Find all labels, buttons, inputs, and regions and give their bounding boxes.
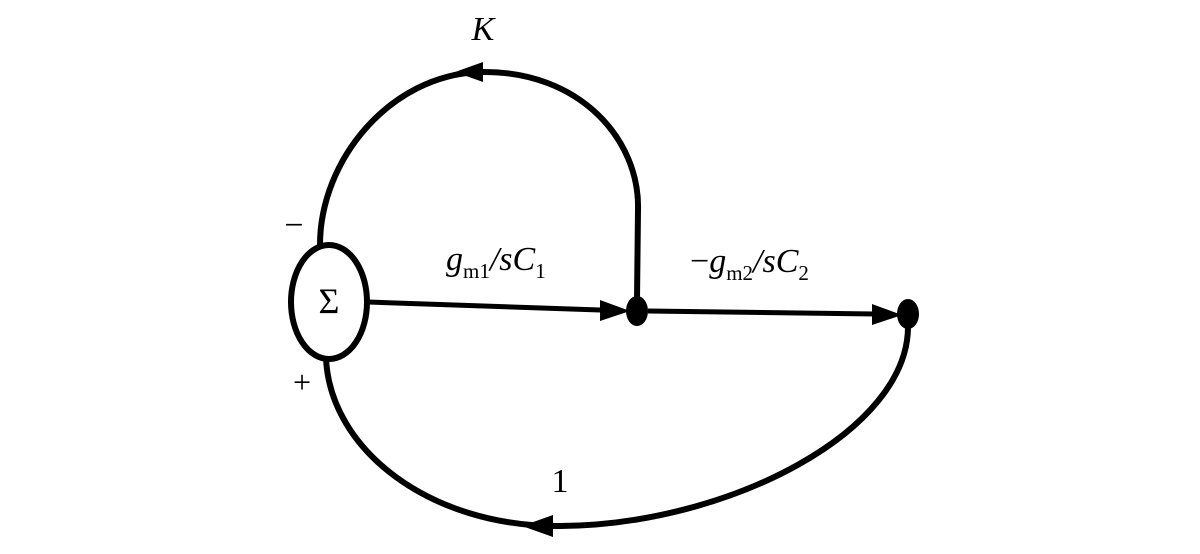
feedback-k-arrowhead <box>455 62 483 82</box>
output-node <box>897 299 919 329</box>
feedback-k-label: K <box>471 11 497 48</box>
forward-2-label: −gm2/sC2 <box>690 243 809 285</box>
forward-1-label: gm1/sC1 <box>446 241 546 283</box>
plus-sign: + <box>293 364 311 400</box>
feedback-1-label: 1 <box>552 463 569 500</box>
forward-1-arrowhead <box>600 300 630 321</box>
middle-node <box>626 296 648 326</box>
forward-branch-1 <box>367 299 601 313</box>
sum-symbol: Σ <box>319 281 340 321</box>
feedback-branch-1 <box>323 324 912 530</box>
forward-branch-2 <box>647 308 876 317</box>
forward-2-arrowhead <box>872 304 902 325</box>
feedback-1-arrowhead <box>522 515 553 537</box>
minus-sign: − <box>284 207 303 244</box>
